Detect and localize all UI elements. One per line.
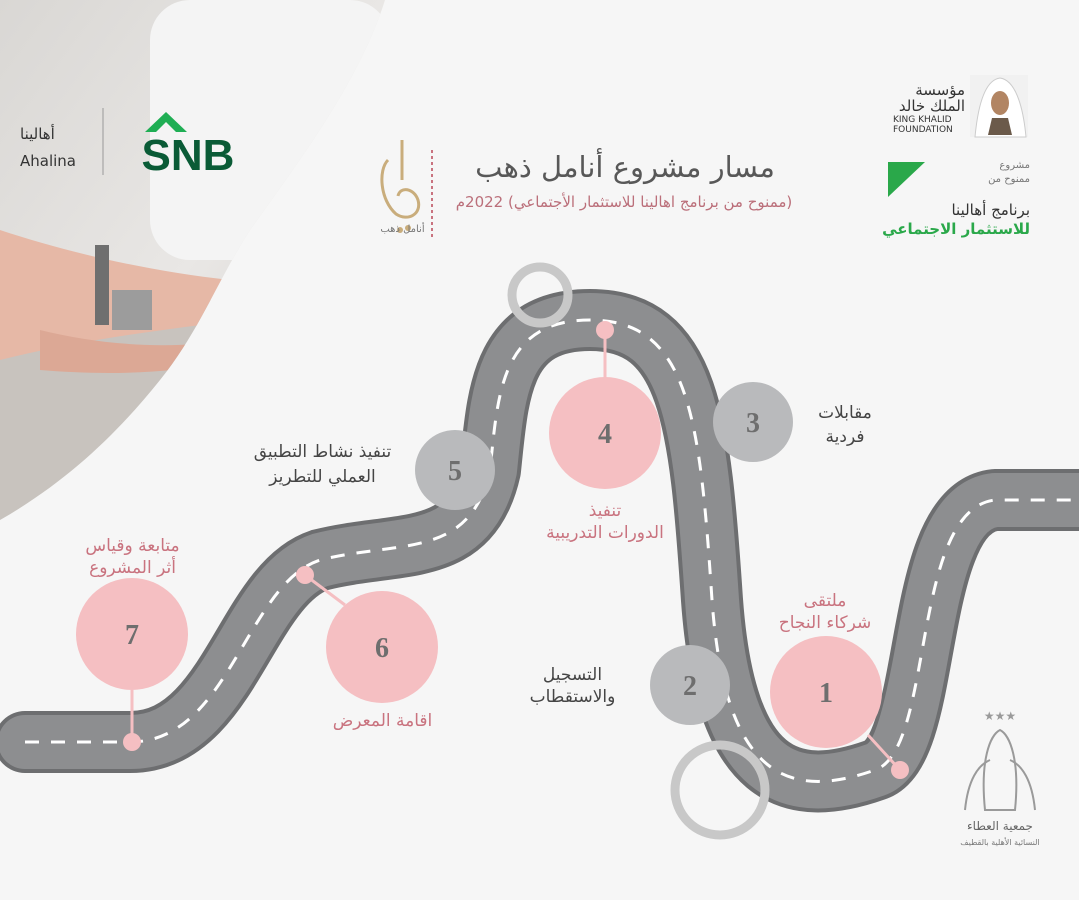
step-4-label-1: تنفيذ [588, 501, 622, 521]
page-title: مسار مشروع أنامل ذهب [475, 150, 775, 184]
step-1-label-2: شركاء النجاح [778, 613, 872, 633]
anamel-logo-text: أنامل ذهب [380, 224, 425, 235]
step-5-label-1: تنفيذ نشاط التطبيق [253, 442, 392, 462]
anamel-logo [380, 140, 421, 233]
step-4-label-2: الدورات التدريبية [546, 523, 664, 543]
snb-logo-text: SNB [142, 131, 235, 180]
step-2-circle [650, 645, 730, 725]
step-7-pin [123, 733, 141, 751]
step-2-label-1: التسجيل [542, 665, 603, 685]
snb-ahalina-en: Ahalina [20, 152, 76, 170]
step-1-pin [891, 761, 909, 779]
grant-line-1: مشروع [999, 160, 1030, 171]
step-7-circle [76, 578, 188, 690]
road-lane-markings [25, 318, 1079, 783]
step-6-circle [326, 591, 438, 703]
step-4-number: 4 [598, 419, 612, 450]
ahalina-triangle [888, 162, 925, 197]
snb-logo: SNB [142, 112, 235, 180]
step-3-circle [713, 382, 793, 462]
ataa-line-1: جمعية العطاء [967, 819, 1033, 833]
step-6-number: 6 [375, 633, 389, 664]
page-subtitle: (ممنوح من برنامج اهالينا للاستثمار الأجت… [455, 193, 793, 211]
ataa-logo: ★★★ [964, 709, 1036, 811]
step-2-label-2: والاستقطاب [529, 687, 616, 707]
kk-foundation-en-2: FOUNDATION [893, 125, 953, 135]
step-3-number: 3 [746, 408, 760, 439]
step-3-label-2: فردية [825, 427, 865, 447]
step-4-pin [596, 321, 614, 339]
grant-line-2: ممنوح من [988, 174, 1030, 185]
kk-foundation-ar-2: الملك خالد [898, 97, 965, 115]
step-circles [76, 377, 882, 748]
step-4-circle [549, 377, 661, 489]
king-khalid-portrait [970, 75, 1028, 138]
step-6-label-1: اقامة المعرض [332, 711, 433, 731]
step-7-label-2: أثر المشروع [89, 558, 176, 578]
step-6-pin [296, 566, 314, 584]
ataa-stars: ★★★ [984, 709, 1016, 723]
decor-ring-top [507, 262, 573, 328]
kk-foundation-en-1: KING KHALID [893, 115, 952, 125]
step-7-number: 7 [125, 620, 139, 651]
snb-ahalina-ar: أهالينا [20, 125, 55, 143]
step-5-number: 5 [448, 456, 462, 487]
step-7-label-1: متابعة وقياس [85, 536, 180, 556]
step-2-number: 2 [683, 671, 697, 702]
ahalina-program-line-1: برنامج أهالينا [951, 201, 1030, 219]
step-1-label-1: ملتقى [803, 591, 847, 611]
step-5-label-2: العملي للتطريز [269, 467, 376, 487]
decor-ring-bottom [670, 740, 770, 840]
ataa-line-2: النسائية الأهلية بالقطيف [960, 838, 1040, 847]
step-5-circle [415, 430, 495, 510]
kk-foundation-ar-1: مؤسسة [915, 81, 965, 99]
step-connectors [123, 321, 909, 779]
ahalina-program-line-2: للاستثمار الاجتماعي [882, 220, 1030, 238]
step-1-circle [770, 636, 882, 748]
step-3-label-1: مقابلات [818, 403, 872, 423]
step-1-number: 1 [819, 678, 833, 709]
